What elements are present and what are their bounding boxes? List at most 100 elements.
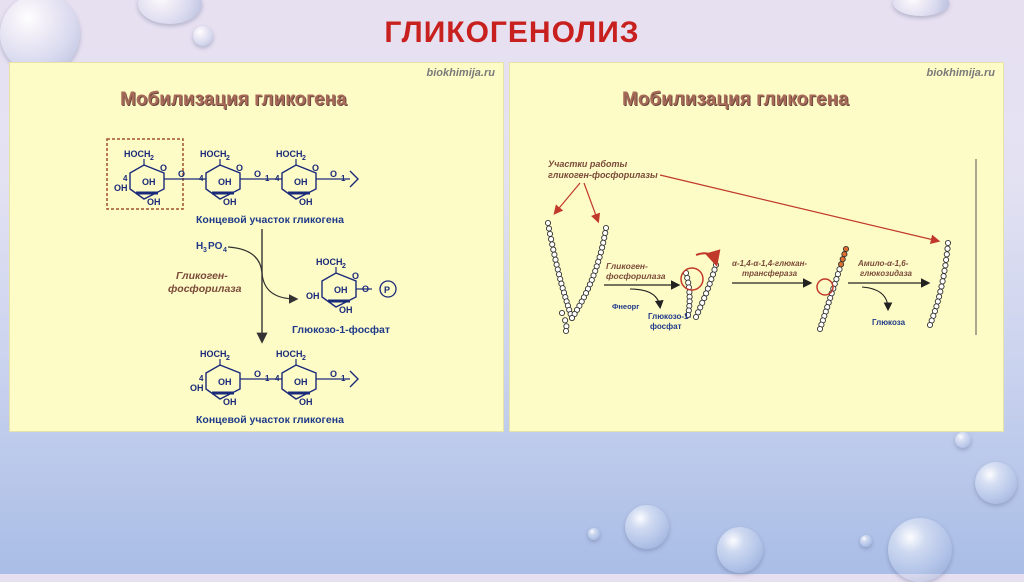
svg-text:OH: OH — [147, 197, 161, 207]
bubble — [975, 462, 1017, 504]
svg-text:OH: OH — [142, 177, 156, 187]
svg-text:4: 4 — [275, 174, 280, 183]
glucose-bead — [938, 283, 945, 290]
glucose-bead — [562, 317, 569, 324]
bubble — [893, 0, 949, 16]
svg-text:O: O — [352, 271, 359, 281]
svg-text:2: 2 — [226, 355, 230, 362]
glucose-bead — [601, 234, 608, 241]
slide-title: ГЛИКОГЕНОЛИЗ — [384, 16, 640, 49]
svg-text:2: 2 — [302, 155, 306, 162]
enzyme-label: фосфорилаза — [168, 283, 242, 295]
product-arrow — [629, 288, 664, 310]
bubble — [888, 518, 952, 582]
svg-text:OH: OH — [190, 383, 204, 393]
sites-label: гликоген-фосфорилазы — [548, 170, 658, 180]
svg-text:4: 4 — [199, 174, 204, 183]
svg-text:OH: OH — [299, 397, 313, 407]
glucose-1-phosphate-structure — [320, 265, 397, 309]
product-label: Глюкозо-1- — [648, 312, 692, 321]
bubble — [0, 0, 80, 74]
svg-text:4: 4 — [199, 374, 204, 383]
svg-text:OH: OH — [218, 177, 232, 187]
glucose-bead — [944, 239, 952, 247]
svg-text:O: O — [178, 169, 185, 179]
svg-text:HOCH: HOCH — [276, 349, 303, 359]
glucose-bead — [550, 246, 557, 253]
glucose-bead — [943, 256, 950, 263]
site-arrow — [583, 182, 601, 224]
enzyme-label: α-1,4-α-1,4-глюкан- — [732, 259, 807, 268]
glycogen-degradation-scheme: Участки работы гликоген-фосфорилазы Глик… — [544, 159, 977, 335]
svg-text:OH: OH — [223, 397, 237, 407]
glucose-bead — [937, 288, 944, 295]
bubble — [588, 528, 600, 540]
glucose-bead — [816, 325, 824, 333]
terminal-label-bottom: Концевой участок гликогена — [196, 414, 344, 426]
glucose-bead — [838, 261, 845, 268]
terminal-label-top: Концевой участок гликогена — [196, 214, 344, 226]
glucose-bead — [546, 230, 554, 237]
svg-text:OH: OH — [299, 197, 313, 207]
glucose-bead — [600, 239, 607, 246]
active-site-circle — [680, 267, 704, 291]
enzyme-label: Гликоген- — [606, 261, 648, 271]
glucose-bead — [549, 241, 556, 248]
glucose-bead — [684, 274, 691, 281]
svg-text:O: O — [254, 369, 261, 379]
svg-text:4: 4 — [123, 174, 128, 183]
glucose-bead — [548, 236, 555, 243]
svg-text:HOCH: HOCH — [276, 149, 303, 159]
site-arrow — [553, 182, 581, 215]
svg-text:OH: OH — [294, 377, 308, 387]
svg-text:O: O — [236, 163, 243, 173]
glycogen-chain-top — [128, 157, 359, 201]
glucose-label: Глюкоза — [872, 318, 906, 327]
glucose-bead — [545, 225, 553, 232]
product-label: фосфат — [650, 322, 682, 331]
glucose-bead — [943, 251, 950, 258]
inorganic-phosphate-label: Фнеорг — [612, 302, 639, 311]
svg-text:OH: OH — [339, 305, 353, 315]
glucose-bead — [942, 262, 949, 269]
svg-text:1: 1 — [341, 374, 346, 383]
bubble — [717, 527, 763, 573]
right-diagram-panel: biokhimija.ru Мобилизация гликогена Учас… — [509, 62, 1004, 432]
left-diagram-panel: biokhimija.ru Мобилизация гликогена — [9, 62, 504, 432]
enzyme-label: трансфераза — [742, 269, 798, 278]
svg-text:HOCH: HOCH — [200, 349, 227, 359]
svg-text:3: 3 — [203, 247, 207, 254]
bubble — [860, 535, 872, 547]
glucose-bead — [944, 245, 951, 252]
svg-text:2: 2 — [302, 355, 306, 362]
glucose-bead — [841, 251, 848, 258]
svg-text:HOCH: HOCH — [200, 149, 227, 159]
bubble — [955, 432, 971, 448]
glucose-bead — [551, 251, 558, 258]
svg-text:OH: OH — [306, 291, 320, 301]
svg-text:2: 2 — [150, 155, 154, 162]
transfer-arrow — [695, 249, 721, 267]
svg-text:O: O — [330, 369, 337, 379]
sites-label: Участки работы — [548, 159, 627, 169]
svg-text:OH: OH — [223, 197, 237, 207]
glucose-bead — [842, 245, 850, 253]
phosphate-label: P — [384, 285, 390, 295]
glucose-bead — [552, 256, 559, 263]
glucose-bead — [684, 311, 692, 319]
glucose-bead — [602, 229, 609, 237]
glucose-bead — [558, 309, 566, 317]
glucose-bead — [941, 267, 948, 274]
enzyme-label: фосфорилаза — [606, 271, 666, 281]
svg-text:O: O — [254, 169, 261, 179]
svg-text:2: 2 — [226, 155, 230, 162]
branch-point-circle — [816, 278, 834, 296]
terminal-residue-box — [106, 138, 184, 210]
svg-text:4: 4 — [275, 374, 280, 383]
svg-text:O: O — [160, 163, 167, 173]
glucose-bead — [940, 273, 947, 280]
svg-text:2: 2 — [342, 263, 346, 270]
glucose-bead — [834, 271, 841, 278]
source-site: biokhimija.ru — [926, 67, 995, 79]
svg-text:PO: PO — [208, 241, 223, 252]
